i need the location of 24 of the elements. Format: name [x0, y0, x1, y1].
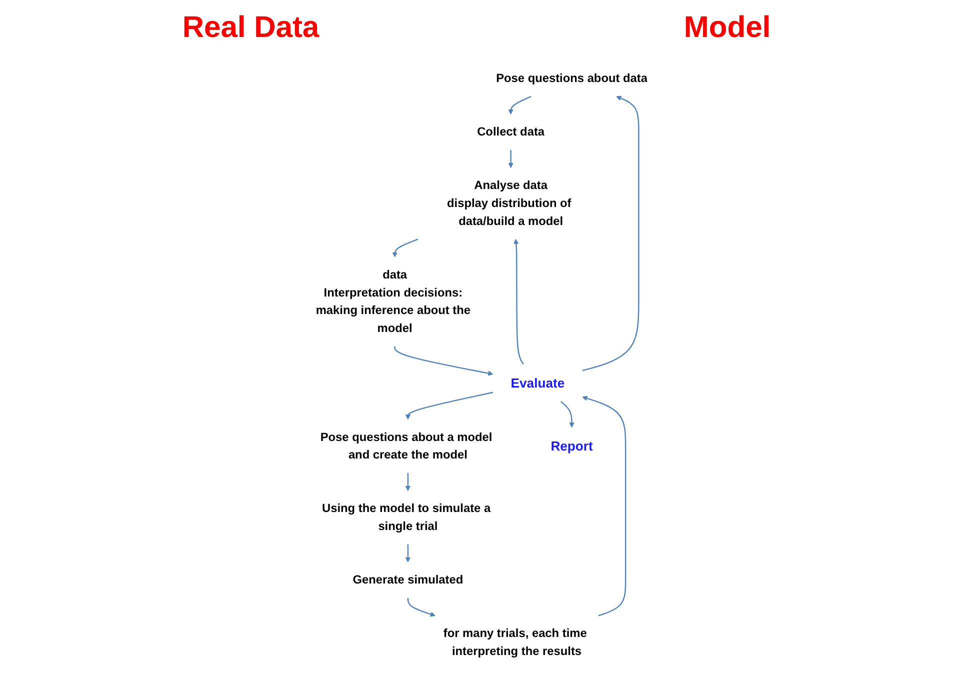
node-text: Pose questions about a model and create the model	[320, 430, 492, 462]
arrow	[407, 598, 436, 617]
node-text: Using the model to simulate a single trial	[322, 502, 491, 534]
node-text: Analyse data display distribution of data/build a model	[446, 179, 572, 228]
arrow	[582, 96, 640, 372]
arrow	[514, 238, 524, 364]
arrow	[508, 96, 532, 115]
arrow	[405, 392, 494, 420]
arrow	[405, 544, 411, 562]
node-text: for many trials, each time interpreting the results	[443, 627, 587, 658]
arrow	[560, 401, 574, 428]
node-text: Evaluate	[510, 375, 565, 390]
node-text: Collect data	[477, 126, 544, 139]
arrow	[405, 472, 411, 492]
arrow	[394, 346, 494, 376]
node-text: Pose questions about data	[496, 72, 648, 86]
arrow	[392, 238, 418, 258]
arrow	[582, 396, 626, 616]
node-text: Generate simulated	[352, 573, 464, 587]
node-text: Report	[550, 438, 593, 454]
column-heading: Real Data	[182, 11, 320, 45]
column-heading: Model	[684, 11, 771, 45]
arrow	[508, 150, 514, 168]
node-text: data Interpretation decisions: making inference about the model	[316, 268, 470, 335]
